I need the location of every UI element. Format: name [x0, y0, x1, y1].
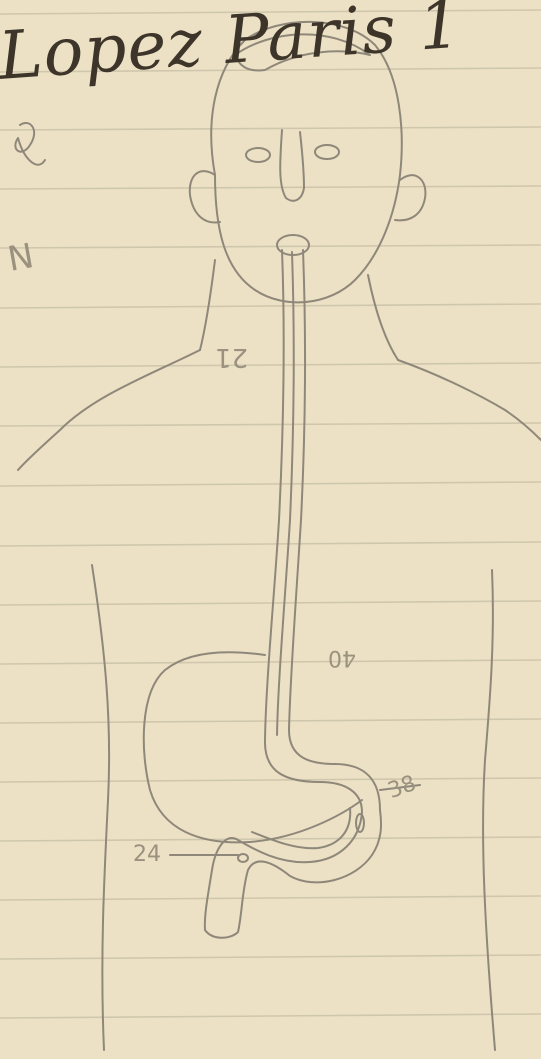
- pylorus-marker: [238, 854, 248, 862]
- esophagus-right: [289, 250, 380, 810]
- torso-right: [483, 570, 495, 1050]
- stomach-outline: [144, 652, 362, 842]
- stomach-label: 40: [328, 645, 356, 670]
- esophagus-left: [265, 250, 362, 812]
- duodenum-inner: [252, 808, 350, 848]
- neck-right: [368, 275, 398, 360]
- margin-scribble: [15, 123, 45, 165]
- eye-right: [315, 145, 339, 159]
- pylorus-label: 24: [133, 842, 161, 867]
- torso-left: [92, 565, 109, 1050]
- nose: [280, 130, 304, 201]
- shoulder-left: [18, 350, 200, 470]
- shoulder-right: [398, 360, 541, 440]
- duodenum-loop: [205, 810, 381, 938]
- neck-label: 21: [215, 342, 248, 372]
- jaw-outline: [215, 175, 400, 302]
- eye-left: [246, 148, 270, 162]
- neck-left: [200, 260, 215, 350]
